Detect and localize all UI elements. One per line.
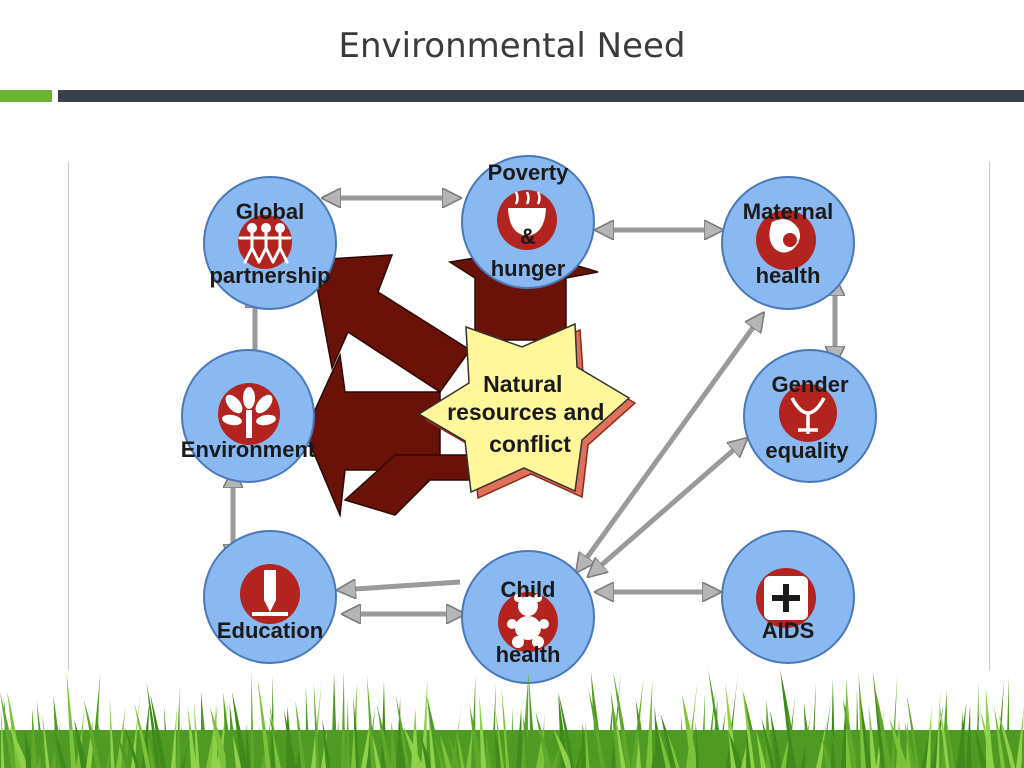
node-global-label-top: Global	[236, 199, 304, 224]
node-child-label-top: Child	[501, 577, 556, 602]
connector-child-education-upper	[340, 582, 461, 590]
mother-child-icon	[756, 210, 816, 270]
node-poverty-label-mid: &	[520, 224, 536, 249]
tree-icon	[218, 383, 280, 445]
image-frame-right	[989, 162, 990, 670]
node-environment: Environment	[181, 349, 316, 483]
gender-symbol-icon	[779, 384, 837, 442]
center-label-line1: Natural	[483, 371, 562, 397]
node-poverty-label-bottom: hunger	[491, 256, 566, 281]
node-gender-label-top: Gender	[771, 372, 848, 397]
accent-bar	[0, 90, 52, 102]
node-environment-label: Environment	[181, 437, 316, 462]
pencil-icon	[240, 564, 300, 624]
center-label-line2: resources and	[447, 399, 604, 425]
connector-child-maternal	[578, 315, 762, 570]
grass-border	[0, 669, 1024, 768]
node-maternal-health: Maternal health	[721, 176, 855, 310]
steaming-bowl-icon	[497, 190, 557, 250]
big-arrow-to-global	[311, 254, 472, 394]
node-poverty-hunger: Poverty & hunger	[461, 155, 595, 289]
people-holding-hands-icon	[238, 215, 292, 269]
node-global-label-bottom: partnership	[209, 263, 330, 288]
node-global-partnership: Global partnership	[203, 176, 337, 310]
node-maternal-label-bottom: health	[756, 263, 821, 288]
node-education: Education	[203, 530, 337, 664]
image-frame-left	[68, 162, 69, 670]
node-aids: AIDS	[721, 530, 855, 664]
node-gender-equality: Gender equality	[743, 349, 877, 483]
title-underline-bar	[58, 90, 1024, 102]
node-gender-label-bottom: equality	[765, 438, 849, 463]
node-education-label: Education	[217, 618, 323, 643]
connector-child-gender	[590, 440, 745, 575]
big-arrow-to-environment	[304, 352, 441, 518]
node-poverty-label-top: Poverty	[488, 160, 569, 185]
node-child-label-bottom: health	[496, 642, 561, 667]
slide-title: Environmental Need	[338, 26, 686, 66]
node-maternal-label-top: Maternal	[743, 199, 833, 224]
node-aids-label: AIDS	[762, 618, 815, 643]
medical-cross-icon	[756, 568, 816, 628]
grass-blades	[0, 669, 1024, 768]
center-label-line3: conflict	[489, 431, 571, 457]
node-child-health: Child health	[461, 550, 595, 684]
teddy-bear-icon	[498, 592, 558, 652]
